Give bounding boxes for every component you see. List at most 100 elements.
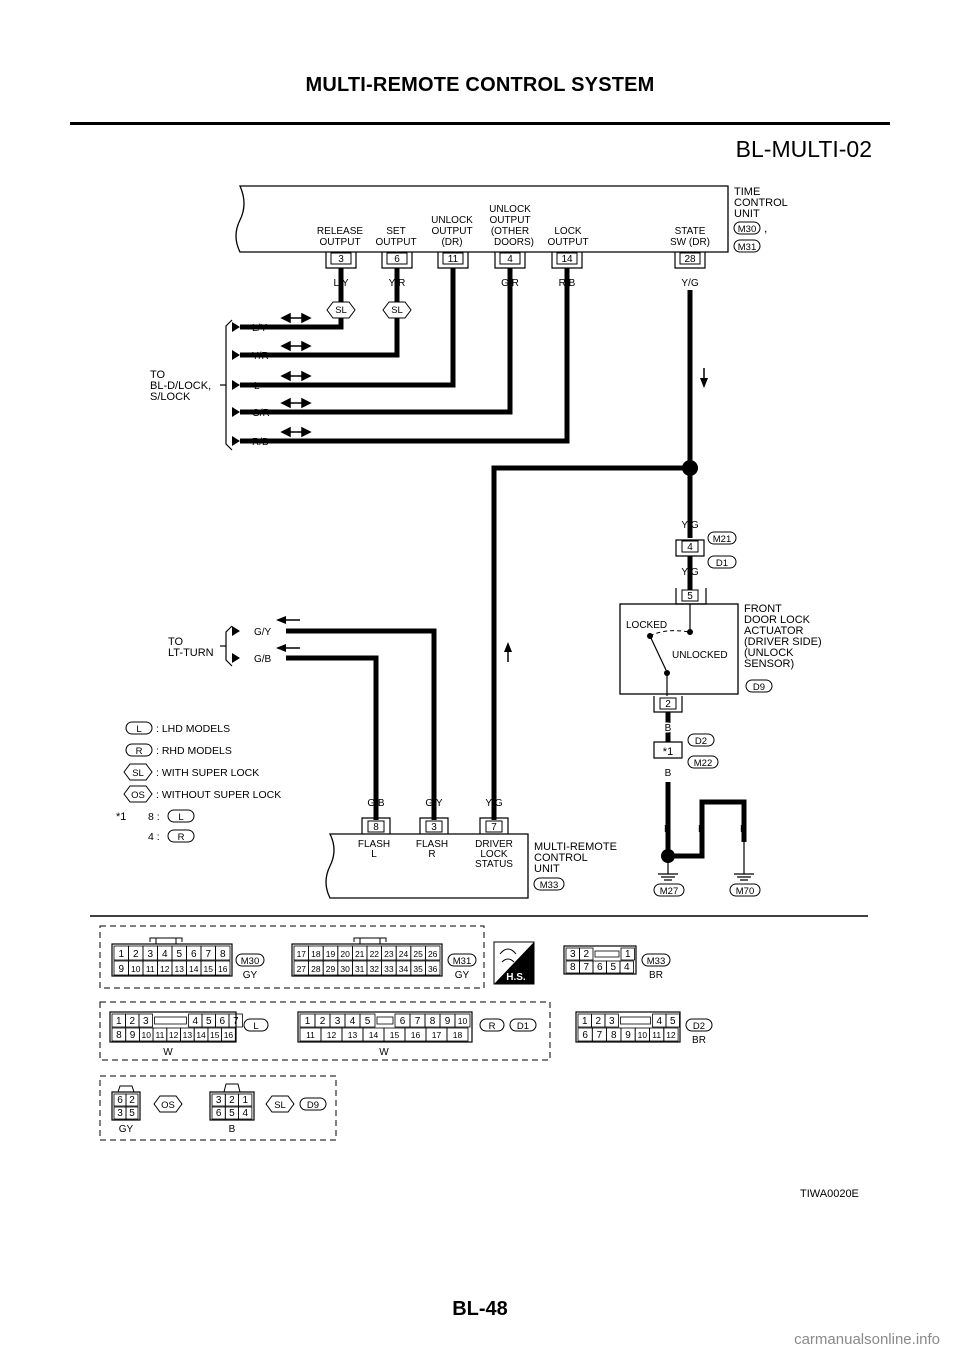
pin-number: 6 [582, 1030, 588, 1041]
joint-wire-top: Y/G [681, 520, 698, 531]
actuator-name-3: ACTUATOR [744, 625, 804, 637]
to-bl-dlock: TO BL-D/LOCK, S/LOCK L/Y Y/R L G/R R/B [150, 312, 312, 451]
star-wire-bottom: B [665, 768, 672, 779]
pin-cell [620, 947, 635, 961]
pin-number: 17 [297, 949, 307, 959]
face-d2-color: BR [692, 1035, 706, 1046]
legend-star-pin-4: 4 : [148, 831, 160, 843]
pin-number: 15 [204, 964, 214, 974]
actuator-name-2: DOOR LOCK [744, 614, 811, 626]
pin-number: 8 [116, 1030, 122, 1041]
to-bl-wire-yr: Y/R [252, 351, 269, 362]
tcu-pin-6: 6 [381, 252, 413, 269]
tcu-label-set-1: SET [386, 226, 405, 237]
pin-number: 8 [570, 962, 576, 973]
tcu-label-release-2: OUTPUT [319, 237, 360, 248]
legend-star: *1 [116, 811, 126, 823]
tcu-name-3: UNIT [734, 208, 760, 220]
svg-text:SL: SL [391, 305, 403, 316]
svg-text:OS: OS [131, 790, 145, 801]
diagram-id: BL-MULTI-02 [735, 136, 872, 162]
tcu-label-unlockdr-3: (DR) [441, 237, 462, 248]
pin-number: 18 [311, 949, 321, 959]
actuator-connector: D9 [753, 682, 765, 693]
pin-number: 3 [570, 949, 576, 960]
tcu-pin-4: 4 [494, 252, 526, 269]
pin-cell [238, 1093, 253, 1107]
face-m33-label: M33 [647, 956, 665, 967]
svg-text:L: L [178, 812, 183, 823]
header-rule [70, 122, 890, 125]
ground-wire-3: B [740, 824, 747, 835]
signal-arrow-down [700, 368, 708, 388]
pin-number: 5 [229, 1108, 235, 1119]
star-mark: *1 [663, 746, 673, 758]
pin-number: 5 [670, 1016, 676, 1027]
actuator-pin-bottom: 2 [665, 699, 671, 710]
pin-number: 1 [118, 949, 124, 960]
legend-item-os: OS : WITHOUT SUPER LOCK [123, 785, 281, 803]
mr-pin-8: 8 [373, 822, 379, 833]
pin-number: 10 [142, 1030, 152, 1040]
pin-number: 12 [666, 1030, 676, 1040]
pin-number: 2 [129, 1095, 135, 1106]
pin-number: 3 [335, 1016, 341, 1027]
pin-number: 8 [220, 949, 226, 960]
pin-number: 24 [399, 949, 409, 959]
pin-number: 7 [233, 1016, 239, 1027]
tcu-pins: 3 6 11 4 14 28 [325, 252, 706, 269]
pin-number: 12 [169, 1030, 179, 1040]
to-bl-label-1: TO [150, 369, 166, 381]
pin-number: 21 [355, 949, 365, 959]
pin-number: 15 [390, 1030, 400, 1040]
face-d9os-badge: OS [161, 1100, 175, 1111]
joint-connector-m21: Y/G 4 M21 D1 Y/G [675, 520, 737, 590]
mr-name-2: CONTROL [534, 852, 588, 864]
pin-number: 14 [189, 964, 199, 974]
pin-number: 6 [400, 1016, 406, 1027]
legend: L: LHD MODELS R: RHD MODELS SL: WITH SUP… [116, 721, 281, 843]
tcu-terminal-labels: RELEASE OUTPUT SET OUTPUT UNLOCK OUTPUT … [317, 204, 710, 248]
legend-item-l: L: LHD MODELS [125, 721, 230, 735]
pin-cell [454, 1013, 471, 1028]
pin-number: 7 [583, 962, 589, 973]
pin-number: 1 [242, 1095, 248, 1106]
tcu-pin-28: 28 [674, 252, 706, 269]
pin-number: 13 [183, 1030, 193, 1040]
svg-text:: WITH SUPER LOCK: : WITH SUPER LOCK [156, 767, 259, 779]
multi-remote-control-unit: G/B G/Y Y/G 8 3 7 FLASH L FLASH R DRIVER… [325, 798, 617, 899]
mr-label-flashr-1: FLASH [416, 839, 448, 850]
sl-badges: SL SL [326, 301, 412, 319]
pin-number: 5 [610, 962, 616, 973]
pin-number: 6 [219, 1016, 225, 1027]
pin-number: 28 [311, 964, 321, 974]
svg-text:14: 14 [561, 254, 573, 265]
tcu-label-state-1: STATE [675, 226, 706, 237]
tcu-label-set-2: OUTPUT [375, 237, 416, 248]
svg-text:R: R [136, 746, 143, 757]
watermark: carmanualsonline.info [794, 1331, 940, 1348]
ground-label-m27: M27 [660, 886, 678, 897]
pin-cell [228, 1013, 243, 1028]
svg-text:11: 11 [448, 254, 459, 265]
to-bl-wire-l: L [254, 381, 260, 392]
pin-cell [215, 945, 231, 961]
svg-text:: WITHOUT SUPER LOCK: : WITHOUT SUPER LOCK [156, 789, 281, 801]
ground-label-m70: M70 [736, 886, 754, 897]
page-title: MULTI-REMOTE CONTROL SYSTEM [305, 74, 655, 96]
face-d9sl-color: B [229, 1124, 236, 1135]
svg-text:: LHD MODELS: : LHD MODELS [156, 723, 230, 735]
hs-text: H.S. [506, 972, 526, 983]
pin-number: 15 [210, 1030, 220, 1040]
face-m30-label: M30 [241, 956, 259, 967]
tcu-label-unlockoth-4: DOORS) [494, 237, 534, 248]
mr-label-dls-2: LOCK [480, 849, 508, 860]
face-m21l-badge: L [253, 1021, 258, 1032]
tcu-name-2: CONTROL [734, 197, 788, 209]
star-connector: B *1 D2 M22 B [653, 712, 719, 838]
pin-number: 5 [206, 1016, 212, 1027]
